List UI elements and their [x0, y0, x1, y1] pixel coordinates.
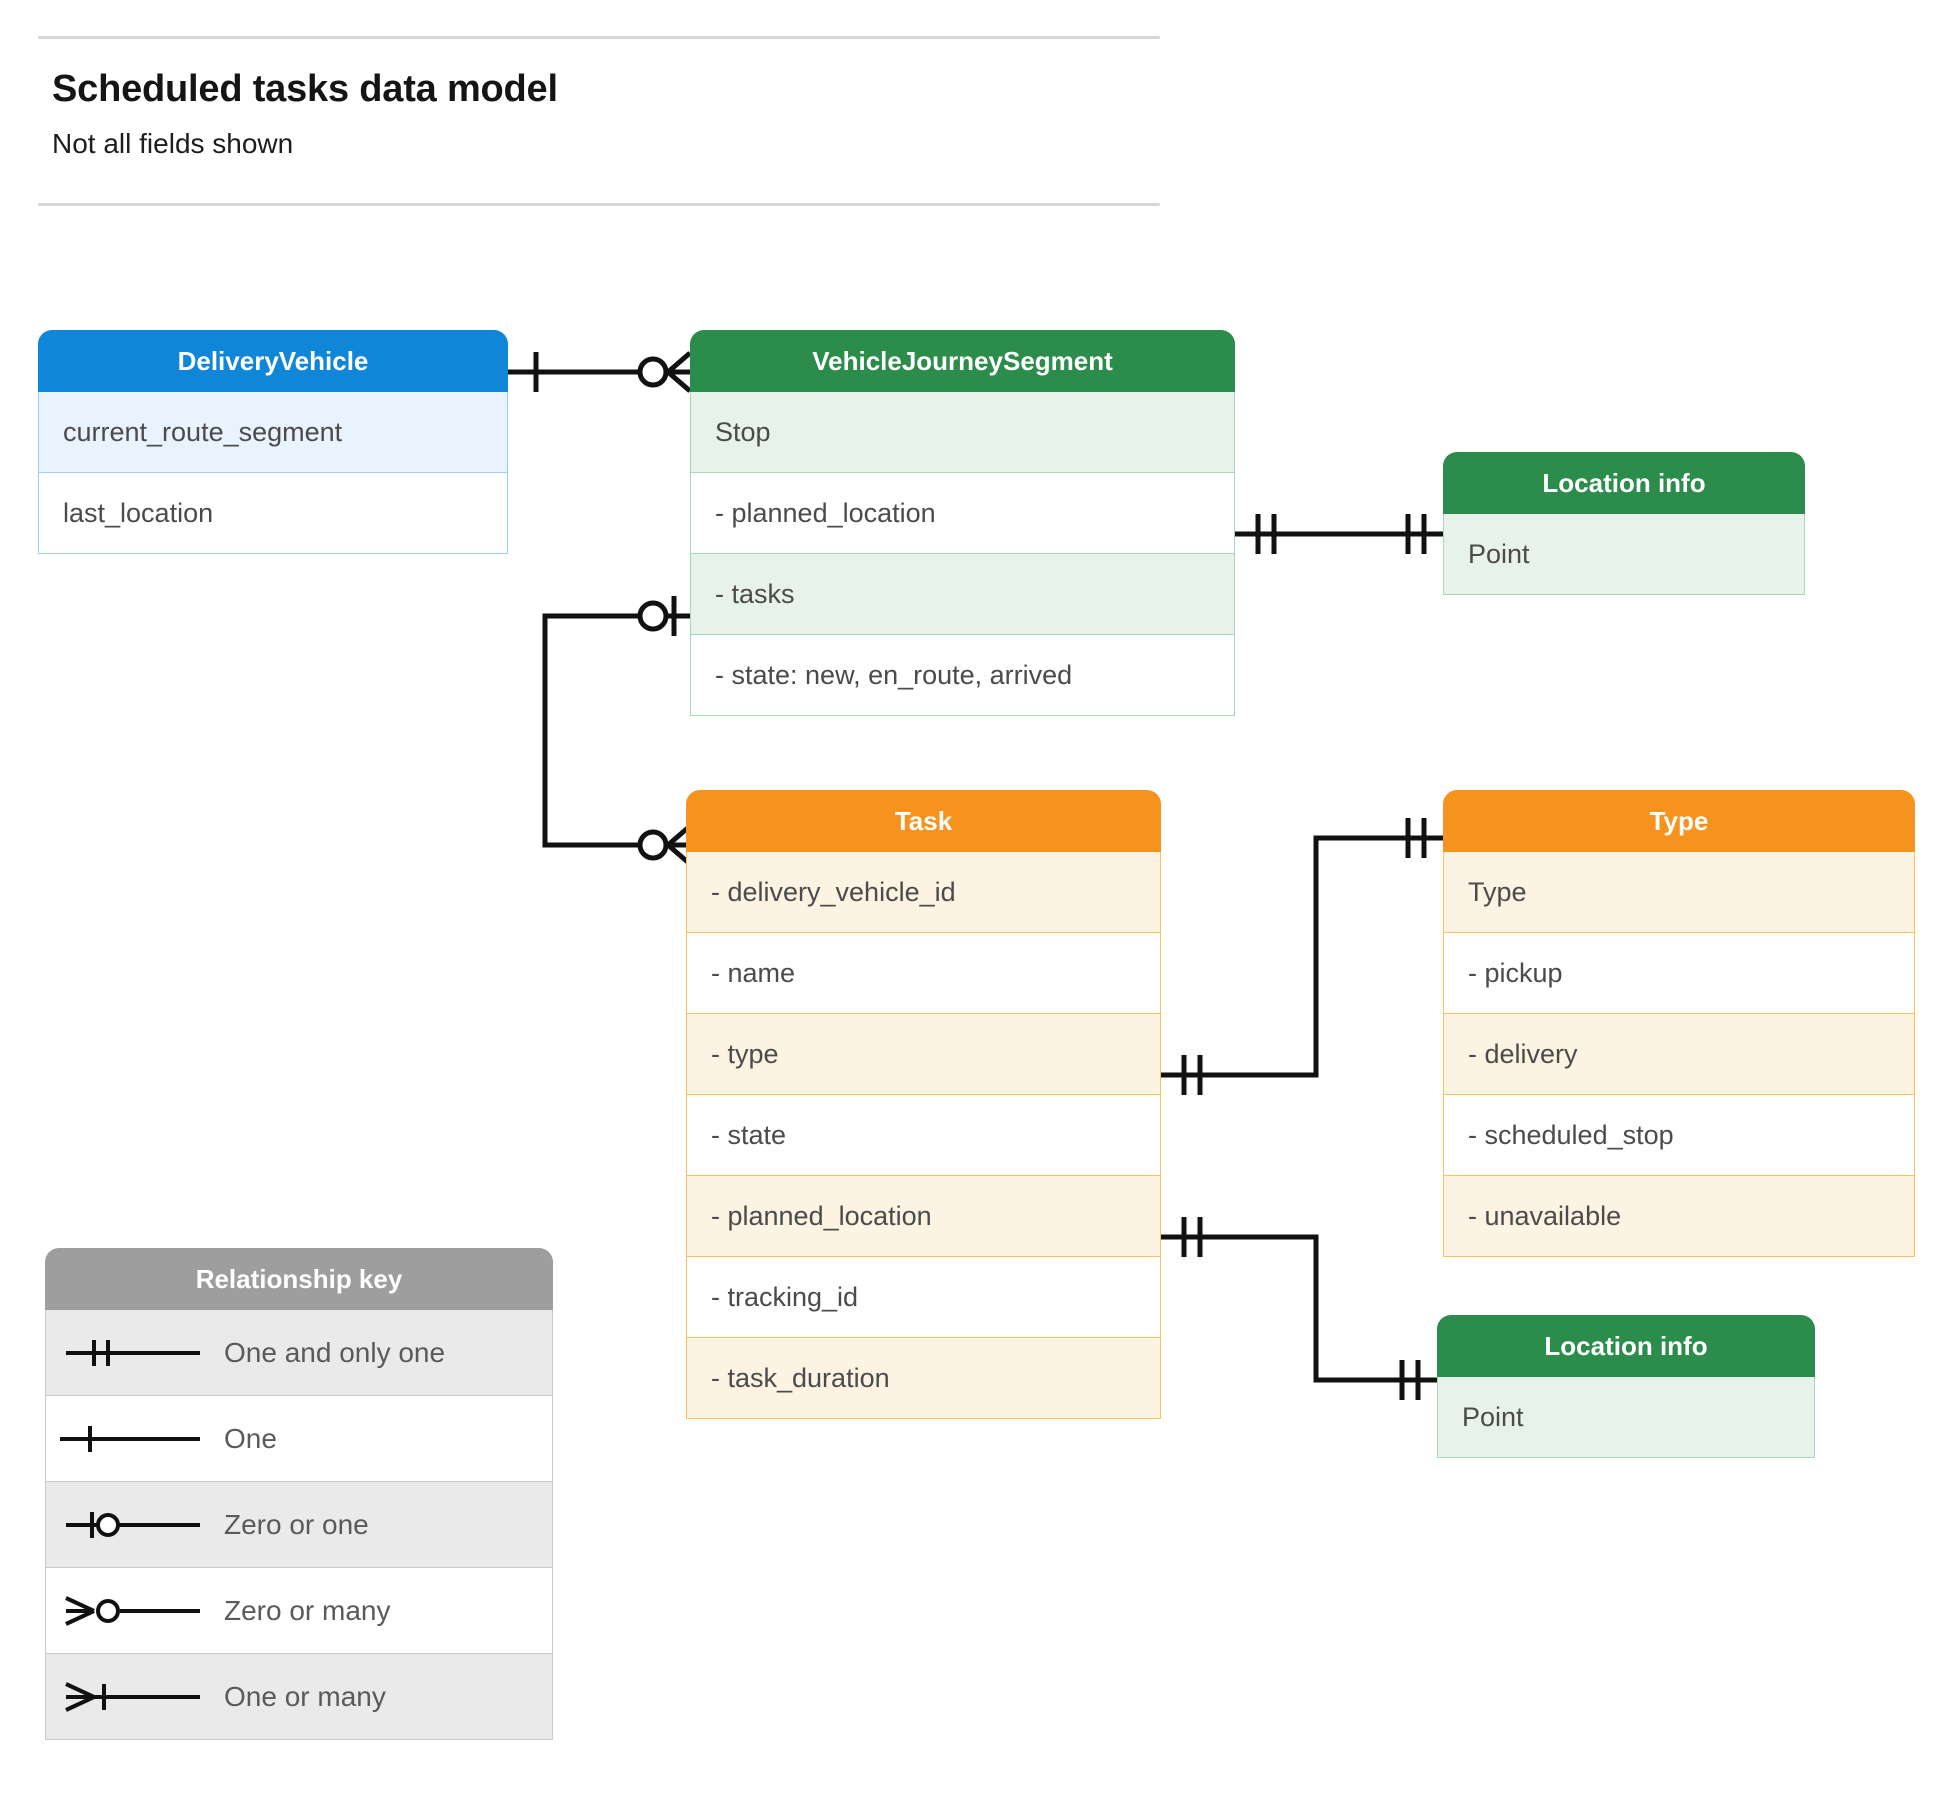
entity-location-info-top[interactable]: Location info Point [1443, 452, 1805, 595]
one-icon [60, 1425, 200, 1452]
entity-title: Location info [1443, 452, 1805, 514]
entity-title: VehicleJourneySegment [690, 330, 1235, 392]
legend-item-label: One or many [224, 1681, 386, 1712]
legend-item-label: Zero or many [224, 1595, 391, 1626]
entity-location-info-bottom[interactable]: Location info Point [1437, 1315, 1815, 1458]
entity-field: - tasks [690, 554, 1235, 635]
header-divider-top [38, 36, 1160, 39]
entity-task[interactable]: Task - delivery_vehicle_id - name - type… [686, 790, 1161, 1419]
entity-field: - type [686, 1014, 1161, 1095]
legend-item-one: One [45, 1396, 553, 1482]
entity-title: Location info [1437, 1315, 1815, 1377]
entity-field: - state: new, en_route, arrived [690, 635, 1235, 716]
legend-title: Relationship key [45, 1248, 553, 1310]
entity-title: Type [1443, 790, 1915, 852]
entity-field: - task_duration [686, 1338, 1161, 1419]
legend-item-label: Zero or one [224, 1509, 369, 1540]
entity-field: - name [686, 933, 1161, 1014]
entity-title: Task [686, 790, 1161, 852]
legend-item-one-and-only-one: One and only one [45, 1310, 553, 1396]
entity-title: DeliveryVehicle [38, 330, 508, 392]
legend-item-one-or-many: One or many [45, 1654, 553, 1740]
entity-field: - pickup [1443, 933, 1915, 1014]
entity-field: Point [1437, 1377, 1815, 1458]
zero-or-one-icon [66, 1511, 200, 1538]
entity-field: last_location [38, 473, 508, 554]
entity-type[interactable]: Type Type - pickup - delivery - schedule… [1443, 790, 1915, 1257]
header-divider-bottom [38, 203, 1160, 206]
zero-or-many-icon [65, 1595, 200, 1626]
entity-delivery-vehicle[interactable]: DeliveryVehicle current_route_segment la… [38, 330, 508, 554]
entity-field: - scheduled_stop [1443, 1095, 1915, 1176]
entity-field: - tracking_id [686, 1257, 1161, 1338]
entity-field: - unavailable [1443, 1176, 1915, 1257]
one-or-many-icon [65, 1681, 200, 1712]
entity-vehicle-journey-segment[interactable]: VehicleJourneySegment Stop - planned_loc… [690, 330, 1235, 716]
legend-item-label: One and only one [224, 1337, 446, 1368]
entity-field: - state [686, 1095, 1161, 1176]
one-and-only-one-icon [66, 1339, 200, 1366]
entity-field: - planned_location [690, 473, 1235, 554]
page-subtitle: Not all fields shown [52, 128, 294, 159]
entity-field: - planned_location [686, 1176, 1161, 1257]
legend-item-zero-or-one: Zero or one [45, 1482, 553, 1568]
legend-item-zero-or-many: Zero or many [45, 1568, 553, 1654]
legend-item-label: One [224, 1423, 277, 1454]
entity-field: Type [1443, 852, 1915, 933]
entity-field: current_route_segment [38, 392, 508, 473]
entity-field: Stop [690, 392, 1235, 473]
entity-field: - delivery [1443, 1014, 1915, 1095]
entity-field: Point [1443, 514, 1805, 595]
page-title: Scheduled tasks data model [52, 68, 558, 110]
entity-field: - delivery_vehicle_id [686, 852, 1161, 933]
relationship-key-legend[interactable]: Relationship key One and only one One [45, 1248, 553, 1740]
